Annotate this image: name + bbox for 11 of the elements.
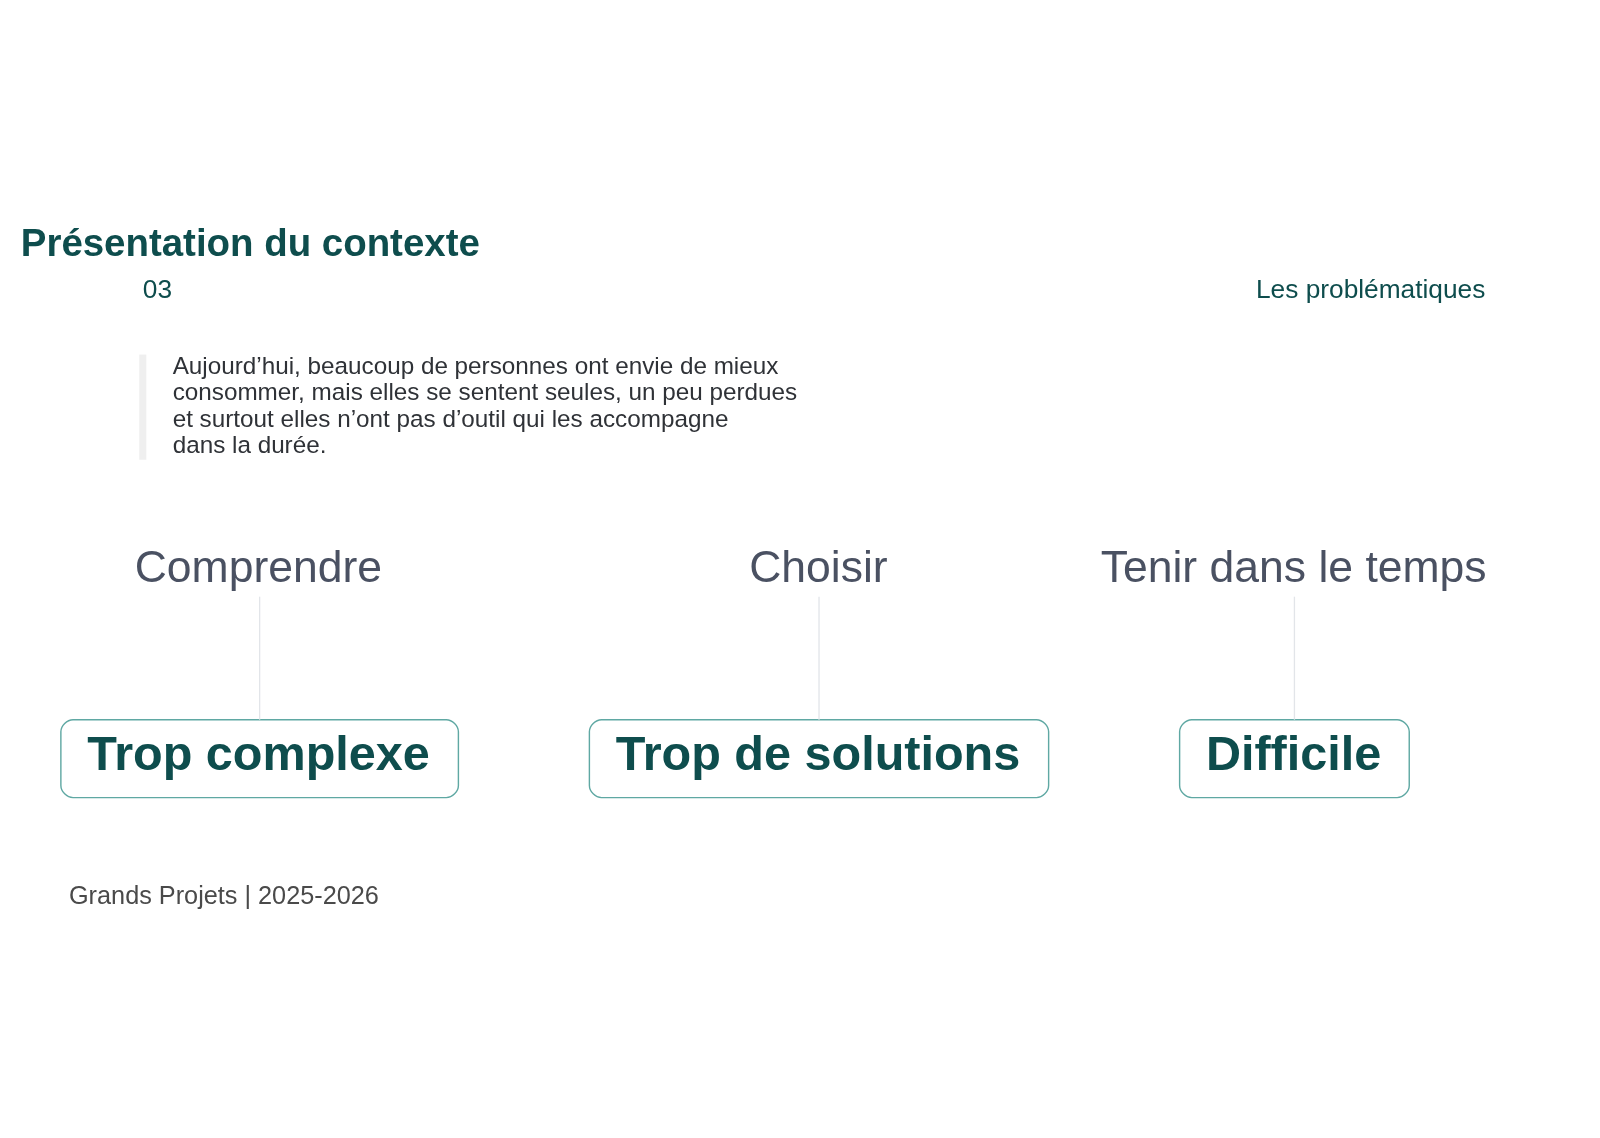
label: Aujourd’hui, beaucoup de personnes ont envie de mieux consommer, mais elles se sentent seules, un peu perdues et surtout elles n’ont pas d’outil qui les accompagne dans la durée. — [172, 351, 798, 458]
label: Les problématiques — [1255, 273, 1486, 304]
node-box: Trop de solutions — [588, 719, 1050, 799]
node-text: Choisir — [749, 542, 888, 592]
node-text: Comprendre — [134, 542, 383, 592]
label: 03 — [142, 273, 173, 304]
node-text: Tenir dans le temps — [1100, 542, 1487, 592]
label: Grands Projets | 2025-2026 — [68, 880, 379, 909]
node-box: Difficile — [1178, 719, 1410, 799]
node-box: Trop complexe — [60, 719, 460, 799]
diagram-title: Présentation du contexte — [20, 220, 480, 264]
